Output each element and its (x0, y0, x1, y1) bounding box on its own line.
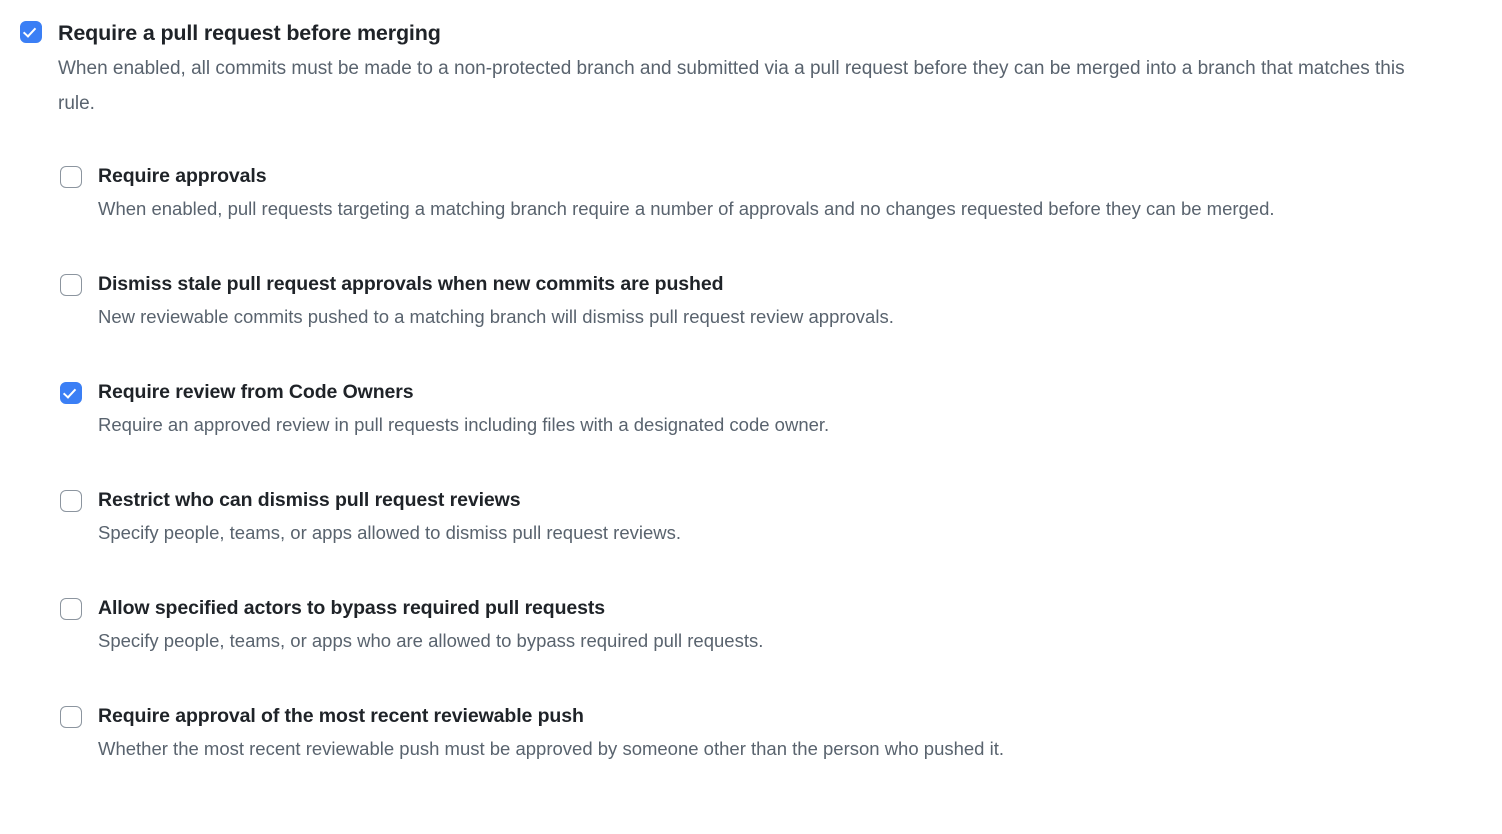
checkbox-require-pull-request-before-merging[interactable] (20, 21, 42, 43)
checkbox-require-approvals[interactable] (60, 166, 82, 188)
rule-body: Require approvals When enabled, pull req… (98, 164, 1275, 227)
checkbox-allow-specified-actors-to-bypass[interactable] (60, 598, 82, 620)
rule-require-review-from-code-owners: Require review from Code Owners Require … (60, 380, 1480, 488)
rule-description: Require an approved review in pull reque… (98, 414, 830, 435)
rule-description: When enabled, pull requests targeting a … (98, 198, 1275, 219)
rule-body: Dismiss stale pull request approvals whe… (98, 272, 894, 335)
checkbox-require-approval-of-most-recent-push[interactable] (60, 706, 82, 728)
sub-rule-list: Require approvals When enabled, pull req… (60, 164, 1480, 812)
checkmark-icon (23, 23, 37, 38)
rule-title: Require approvals (98, 165, 267, 187)
checkbox-require-review-from-code-owners[interactable] (60, 382, 82, 404)
rule-require-approval-of-most-recent-push: Require approval of the most recent revi… (60, 704, 1480, 812)
rule-description: When enabled, all commits must be made t… (58, 58, 1405, 114)
rule-title: Dismiss stale pull request approvals whe… (98, 273, 724, 295)
checkmark-icon (63, 384, 77, 399)
rule-require-approvals: Require approvals When enabled, pull req… (60, 164, 1480, 272)
rule-title: Require approval of the most recent revi… (98, 705, 584, 727)
checkbox-restrict-who-can-dismiss-reviews[interactable] (60, 490, 82, 512)
rule-allow-specified-actors-to-bypass: Allow specified actors to bypass require… (60, 596, 1480, 704)
rule-title: Restrict who can dismiss pull request re… (98, 489, 521, 511)
rule-body: Restrict who can dismiss pull request re… (98, 488, 681, 551)
rule-body: Require a pull request before merging Wh… (58, 20, 1446, 121)
rule-body: Allow specified actors to bypass require… (98, 596, 763, 659)
rule-title: Allow specified actors to bypass require… (98, 597, 606, 619)
rule-dismiss-stale-approvals: Dismiss stale pull request approvals whe… (60, 272, 1480, 380)
rule-body: Require approval of the most recent revi… (98, 704, 1004, 767)
rule-body: Require review from Code Owners Require … (98, 380, 829, 443)
rule-description: Whether the most recent reviewable push … (98, 738, 1005, 759)
rule-title: Require review from Code Owners (98, 381, 414, 403)
rule-description: New reviewable commits pushed to a match… (98, 306, 894, 327)
rule-description: Specify people, teams, or apps who are a… (98, 630, 764, 651)
checkbox-dismiss-stale-approvals[interactable] (60, 274, 82, 296)
rule-restrict-who-can-dismiss-reviews: Restrict who can dismiss pull request re… (60, 488, 1480, 596)
rule-title: Require a pull request before merging (58, 21, 441, 45)
rule-description: Specify people, teams, or apps allowed t… (98, 522, 682, 543)
rule-require-pull-request-before-merging: Require a pull request before merging Wh… (20, 20, 1480, 121)
